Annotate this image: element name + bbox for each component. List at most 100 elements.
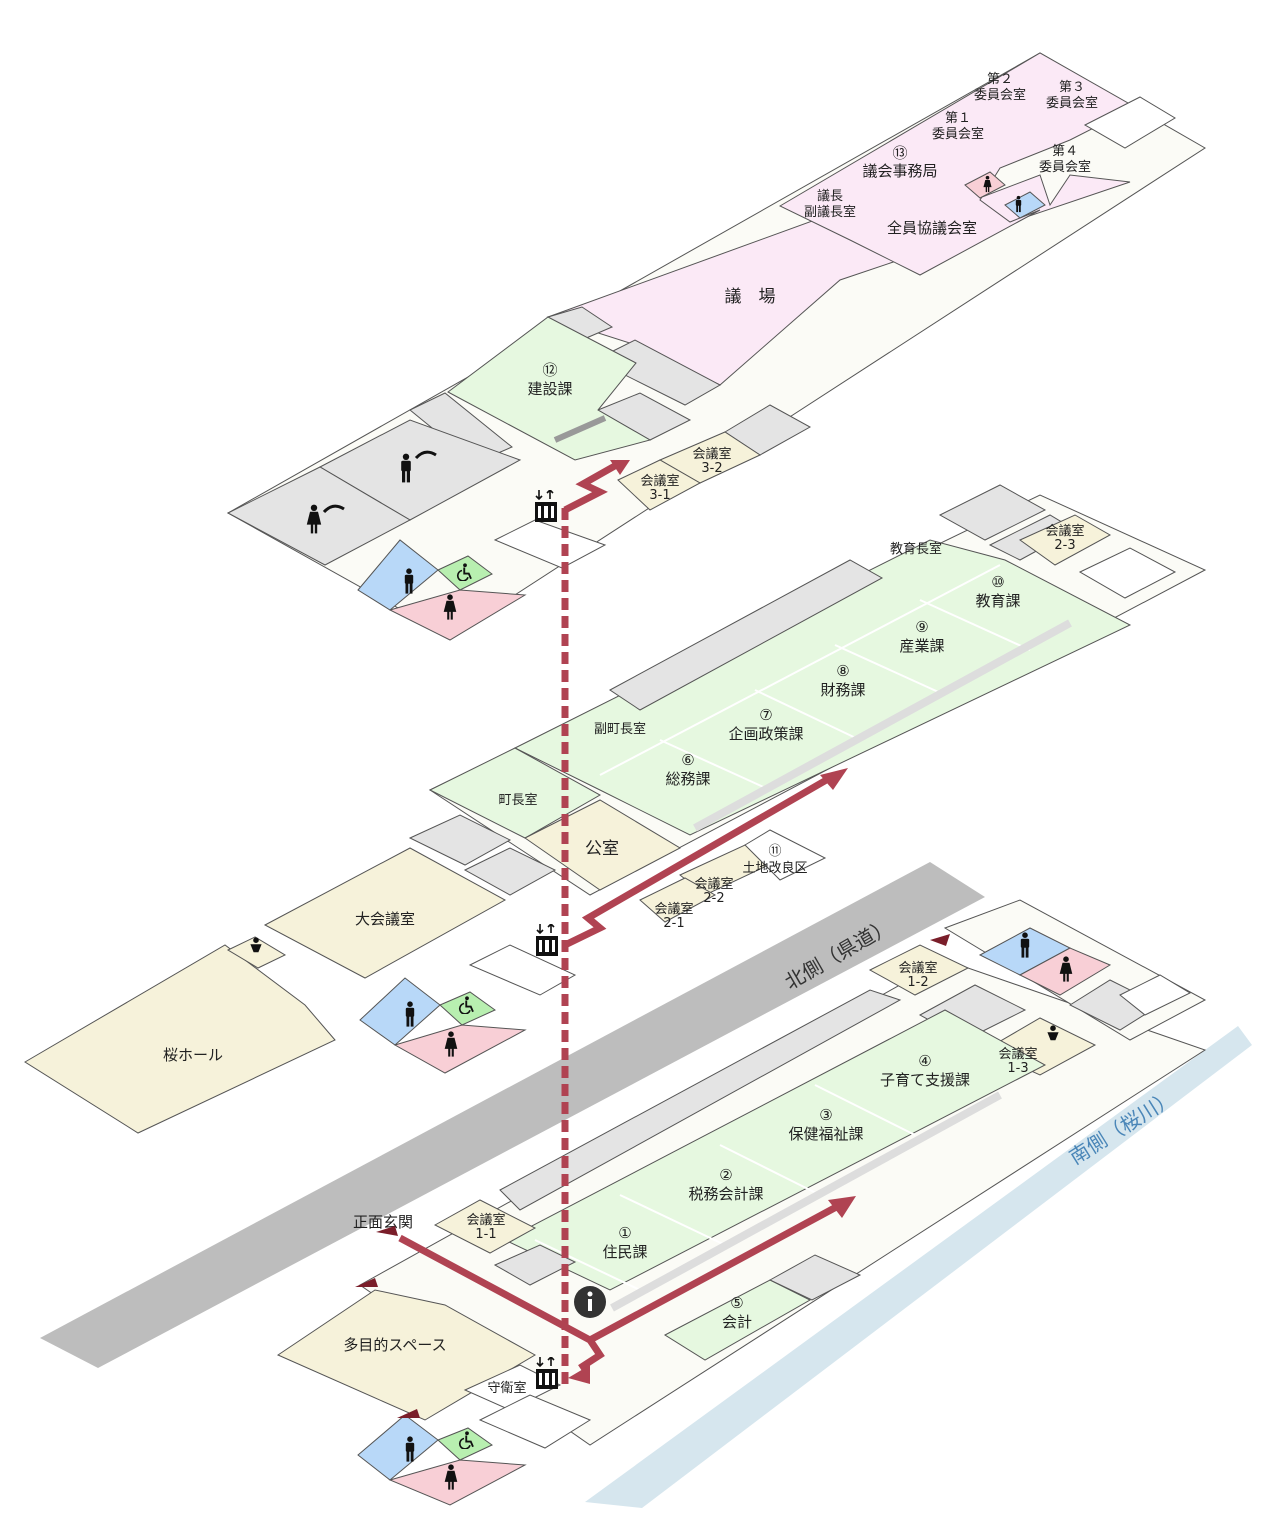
guard-label: 守衛室: [487, 1380, 526, 1396]
gray-2-long: [609, 559, 884, 711]
divider-2b: [754, 689, 861, 741]
route-floor3: [563, 459, 622, 514]
divider-2c: [834, 644, 946, 696]
route-entrance: [398, 1234, 605, 1371]
gray-1-corridor: [493, 1244, 577, 1286]
entrance-marker: [355, 1278, 378, 1287]
office-1-green: [503, 1009, 1047, 1291]
wc-access-2: [439, 991, 496, 1026]
meeting-3-1-room: [617, 459, 702, 511]
route-floor2: [563, 771, 837, 949]
gray-3b: [593, 339, 722, 406]
gray-2-d: [463, 847, 557, 896]
stair-2-right: [1078, 547, 1177, 599]
entrance-marker: [376, 1226, 398, 1236]
vice-mayor-label: 副町長室: [594, 721, 646, 737]
wc-access-1: [437, 1427, 493, 1461]
divider-2d: [919, 599, 1031, 651]
route-floor1: [588, 1201, 842, 1344]
meeting-2-3-room: [1019, 514, 1112, 566]
committee2-label: 第２委員会室: [974, 72, 1026, 103]
stair-2-left: [468, 944, 577, 996]
chair-label: 議長副議長室: [804, 189, 856, 220]
smoking-icon: [322, 504, 345, 514]
floor-1: [276, 899, 1207, 1506]
land-office: [744, 829, 827, 881]
chamber-label: 議 場: [725, 287, 776, 307]
committee1-label: 第１委員会室: [932, 111, 984, 142]
office-2-green: [513, 539, 1132, 836]
mayor-label: 町長室: [498, 792, 537, 808]
office-dividers-2: [599, 564, 1001, 776]
big-meeting-room: [263, 847, 507, 979]
entrance-marker: [397, 1409, 420, 1418]
meeting-1-2-room: [868, 944, 970, 996]
divider-1a: [534, 1239, 641, 1291]
public-room-label: 公室: [585, 839, 619, 859]
gray-2-c: [408, 814, 512, 866]
edu-head-label: 教育長室: [890, 541, 942, 557]
big-meeting-label: 大会議室: [355, 910, 415, 928]
route-arrow: [610, 460, 630, 475]
floor-3: [226, 52, 1206, 641]
divider-1b: [619, 1194, 726, 1246]
wc-female-1: [388, 1459, 527, 1506]
corridor-bar-3: [553, 415, 607, 443]
wc-female-3: [388, 589, 527, 641]
smoking-icon: [414, 450, 437, 460]
elevator-icon: [535, 924, 559, 957]
north-road: [40, 862, 985, 1368]
stair-3-left: [493, 519, 607, 569]
corridor-bar-2: [693, 619, 1072, 832]
baby-room-2: [226, 936, 287, 969]
wc-female-2: [393, 1024, 527, 1074]
gray-1-acct: [768, 1254, 862, 1301]
multi-space-label: 多目的スペース: [343, 1336, 446, 1354]
committee-block: [778, 52, 1137, 276]
entrance-label: 正面玄関: [353, 1213, 413, 1231]
committee3-label: 第３委員会室: [1046, 80, 1098, 111]
meeting-2-1-room: [639, 877, 717, 923]
divider-2a: [659, 739, 771, 791]
divider-1d: [814, 1084, 916, 1136]
info-icon: [574, 1286, 606, 1318]
floor-2: [24, 484, 1207, 1134]
divider-1c: [719, 1144, 821, 1196]
plenary-label: 全員協議会室: [887, 219, 977, 237]
wc-m-small: [1004, 191, 1046, 219]
route-arrow: [828, 1196, 856, 1218]
gray-1-top-long: [499, 989, 902, 1211]
committee4-label: 第４委員会室: [1039, 144, 1091, 175]
construction-dept: [447, 316, 652, 461]
stair-1-right: [1119, 974, 1192, 1016]
stair-1-left: [478, 1394, 592, 1449]
route-arrow: [820, 768, 848, 790]
stair-3-top: [1083, 96, 1176, 149]
sakura-hall: [24, 944, 336, 1134]
mayor-office: [428, 747, 602, 839]
corridor-bar-1: [610, 1091, 1002, 1312]
sakura-hall-label: 桜ホール: [163, 1046, 223, 1064]
gray-2-top-a: [938, 484, 1047, 541]
south-river: [585, 1026, 1252, 1508]
